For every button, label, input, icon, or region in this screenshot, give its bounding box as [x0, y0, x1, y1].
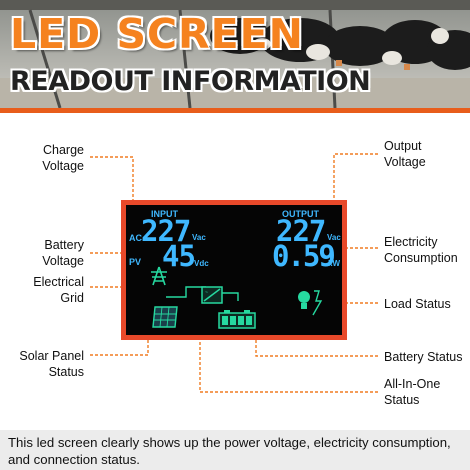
output-label: OUTPUT	[282, 209, 319, 219]
output-voltage-unit: Vac	[327, 233, 341, 242]
output-power-unit: kW	[328, 259, 340, 268]
light-bulb-load-icon	[298, 290, 323, 316]
lcd-screen-frame: INPUT OUTPUT AC PV 227 Vac 45 Vdc 227 Va…	[121, 200, 347, 340]
callout-charge-voltage: Charge Voltage	[42, 143, 84, 173]
power-grid-tower-icon	[151, 266, 167, 286]
battery-icon	[218, 310, 256, 329]
callout-output-voltage: Output Voltage	[384, 139, 426, 169]
pv-voltage-unit: Vdc	[194, 259, 209, 268]
callout-electricity-consumption: Electricity Consumption	[384, 235, 458, 265]
power-flow-lines	[166, 286, 239, 301]
page-subtitle: READOUT INFORMATION	[10, 66, 371, 97]
solar-panel-icon	[152, 306, 178, 328]
svg-text:~: ~	[205, 290, 208, 296]
input-label: INPUT	[151, 209, 178, 219]
barn-background-image	[0, 0, 470, 108]
callout-battery-voltage: Battery Voltage	[42, 238, 84, 268]
input-voltage-value: 227	[141, 214, 191, 248]
header-banner: LED SCREEN READOUT INFORMATION	[0, 0, 470, 108]
inverter-icon: ~	[201, 286, 223, 304]
header-divider	[0, 108, 470, 113]
pv-voltage-value: 45	[162, 239, 196, 273]
output-voltage-value: 227	[276, 214, 326, 248]
output-power-value: 0.59	[272, 239, 336, 273]
callout-battery-status: Battery Status	[384, 350, 463, 364]
lcd-screen: INPUT OUTPUT AC PV 227 Vac 45 Vdc 227 Va…	[126, 205, 342, 335]
callout-all-in-one-status: All-In-One Status	[384, 377, 441, 407]
callout-electrical-grid: Electrical Grid	[33, 275, 84, 305]
callout-load-status: Load Status	[384, 297, 451, 311]
ac-label: AC	[129, 233, 142, 243]
pv-label: PV	[129, 257, 142, 267]
callout-solar-panel-status: Solar Panel Status	[19, 349, 84, 379]
footer-text: This led screen clearly shows up the pow…	[8, 435, 451, 467]
page-title: LED SCREEN	[10, 10, 304, 58]
input-voltage-unit: Vac	[192, 233, 206, 242]
footer-caption: This led screen clearly shows up the pow…	[0, 430, 470, 470]
